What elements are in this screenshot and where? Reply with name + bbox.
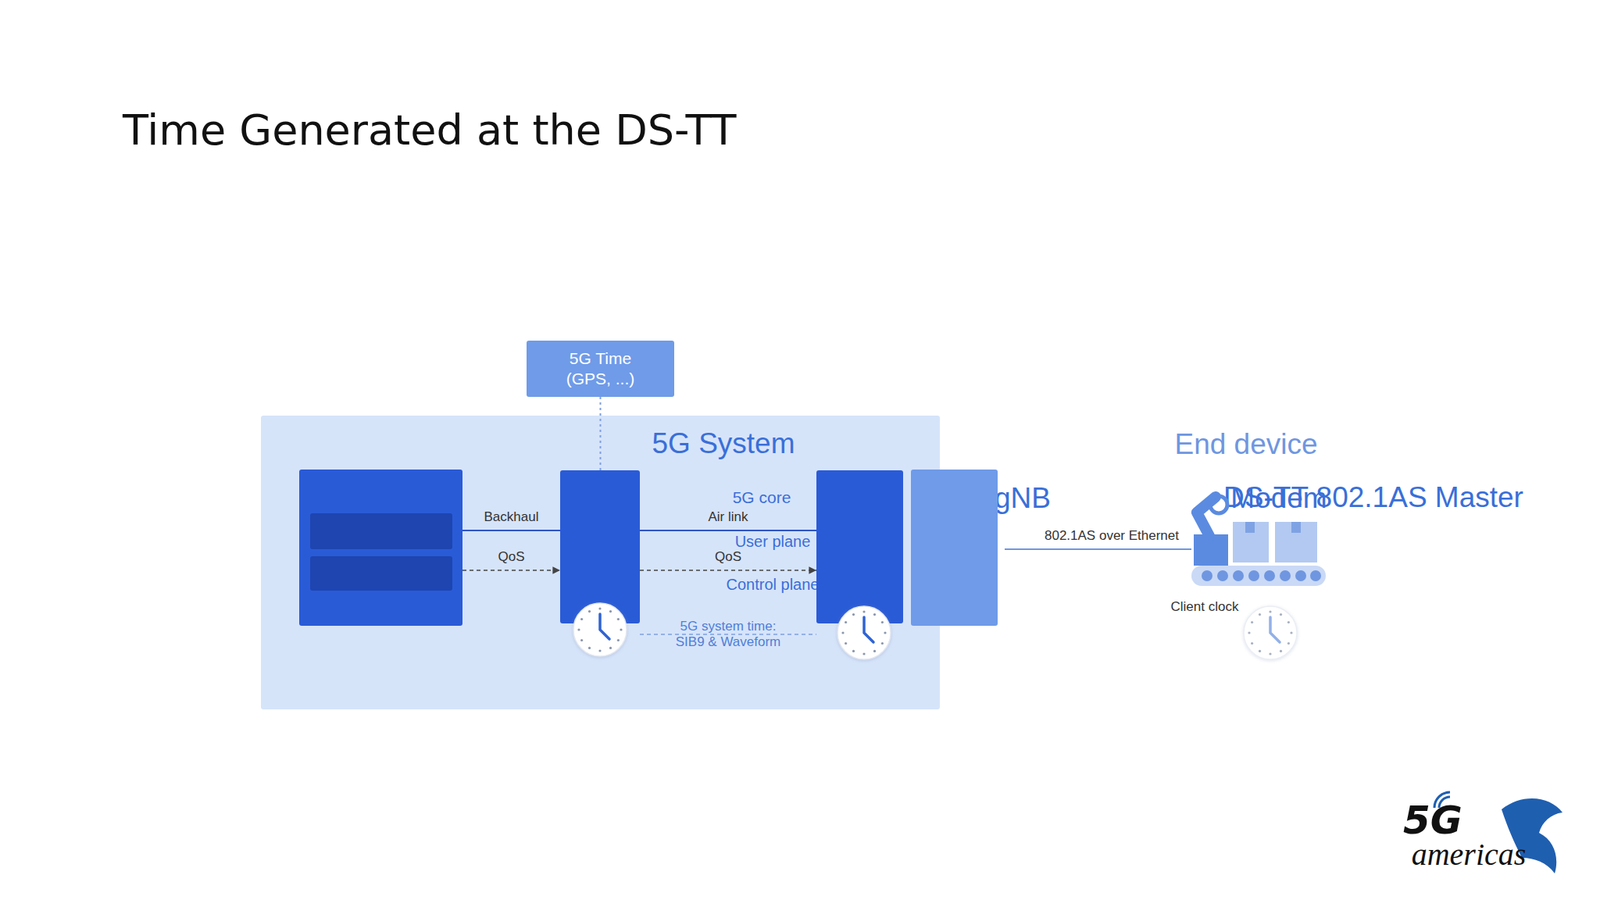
modem-clock (837, 606, 891, 660)
edge-label: 5G system time: SIB9 & Waveform (669, 618, 787, 650)
plane-box: User plane (310, 513, 453, 550)
clock-label: Client clock (1171, 599, 1240, 615)
connector-line (600, 396, 602, 471)
edge-label: Backhaul (484, 509, 540, 525)
node-text: 5G System (652, 426, 796, 461)
translator-box: DS-TT 802.1AS Master (910, 469, 998, 626)
diagram-title: Time Generated at the DS-TT (122, 109, 737, 152)
connector-line (462, 529, 561, 532)
modem-box: Modem (816, 470, 904, 624)
edge-label: Air link (707, 509, 748, 525)
node-text: gNB (994, 481, 1051, 516)
device-heading: End device (1174, 427, 1318, 462)
connector-line (462, 569, 561, 572)
connector-line (639, 569, 817, 572)
gnb-clock (573, 603, 627, 657)
node-text: 5G Time (GPS, ...) (550, 348, 651, 390)
plane-box: Control plane (310, 556, 453, 591)
edge-label: QoS (497, 549, 525, 565)
ethernet-wire (1004, 548, 1192, 550)
edge-label: QoS (714, 549, 742, 565)
connector-line (639, 529, 817, 532)
robot-illustration (1191, 496, 1326, 586)
node-text: Control plane (726, 567, 820, 602)
system-band: 5G System5G coreUser planeControl planeg… (260, 415, 940, 710)
client-clock (1243, 606, 1297, 660)
node-text: DS-TT 802.1AS Master (1223, 480, 1524, 515)
core-box: 5G coreUser planeControl plane (299, 469, 463, 626)
time-source-box: 5G Time (GPS, ...) (526, 340, 675, 397)
gnb-box: gNB (560, 470, 640, 624)
logo-text: americas (1411, 835, 1527, 874)
node-text: User plane (735, 524, 811, 559)
link-label: 802.1AS over Ethernet (1044, 528, 1179, 544)
